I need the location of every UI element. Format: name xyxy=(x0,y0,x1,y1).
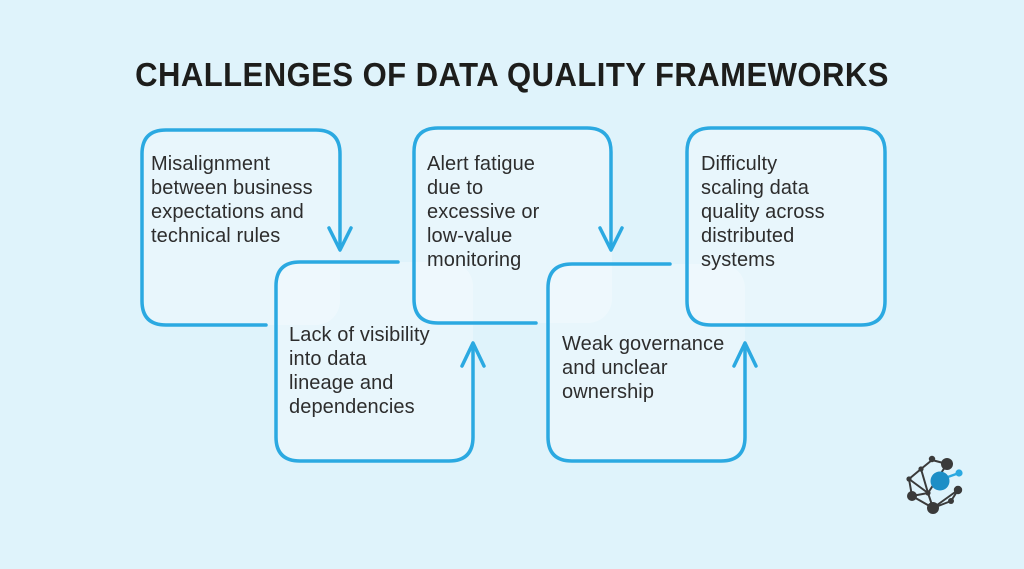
box-weak-governance-border xyxy=(546,262,747,463)
page-title: CHALLENGES OF DATA QUALITY FRAMEWORKS xyxy=(135,56,889,93)
box-text-alert-fatigue: Alert fatigue due to excessive or low-va… xyxy=(427,153,540,271)
logo-blue-hub xyxy=(930,469,963,491)
arrow-up-1-icon xyxy=(460,341,486,368)
box-difficulty-scaling-fill xyxy=(687,128,885,325)
box-misalignment-border xyxy=(140,128,342,327)
box-misalignment-fill xyxy=(142,130,340,325)
box-lack-of-visibility-border xyxy=(274,260,475,463)
box-text-difficulty-scaling: Difficulty scaling data quality across d… xyxy=(701,153,825,271)
logo-network-nodes xyxy=(906,455,963,514)
arrow-down-2-icon xyxy=(598,226,624,252)
box-text-weak-governance: Weak governance and unclear ownership xyxy=(562,333,725,403)
arrow-down-1-icon xyxy=(327,226,353,252)
arrow-up-2-icon xyxy=(732,341,758,368)
box-difficulty-scaling-border xyxy=(685,126,887,327)
box-alert-fatigue-border xyxy=(412,126,613,325)
network-graph-logo-icon xyxy=(906,455,963,514)
box-text-misalignment: Misalignment between business expectatio… xyxy=(151,153,313,247)
box-weak-governance-fill xyxy=(548,264,745,461)
box-lack-of-visibility-fill xyxy=(276,262,473,461)
box-alert-fatigue-fill xyxy=(414,128,612,323)
box-text-lack-of-visibility: Lack of visibility into data lineage and… xyxy=(289,324,430,418)
